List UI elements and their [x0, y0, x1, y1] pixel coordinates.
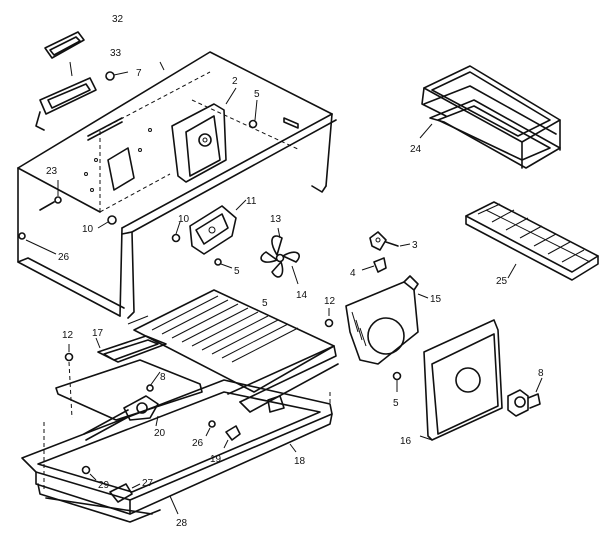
- label-23: 23: [46, 166, 58, 177]
- part-26-screw-bottom[interactable]: [205, 420, 216, 437]
- label-28: 28: [176, 518, 188, 529]
- part-19-clip[interactable]: [223, 425, 241, 449]
- label-5-top: 5: [254, 89, 260, 100]
- label-18: 18: [294, 456, 306, 467]
- label-25: 25: [496, 276, 508, 287]
- label-26-top: 26: [58, 252, 70, 263]
- label-2: 2: [232, 76, 238, 87]
- part-5-screw-shroud[interactable]: [392, 371, 402, 393]
- label-7: 7: [136, 68, 142, 79]
- part-17-bracket[interactable]: [95, 335, 167, 363]
- part-20-control[interactable]: [83, 395, 159, 441]
- label-5-lower: 5: [262, 298, 268, 309]
- part-25-ice-tray[interactable]: [465, 201, 599, 281]
- label-27: 27: [142, 478, 154, 489]
- label-4: 4: [350, 268, 356, 279]
- part-4-clip[interactable]: [361, 257, 387, 273]
- label-5-mid: 5: [234, 266, 240, 277]
- evaporator-duct[interactable]: [133, 289, 339, 413]
- part-7-screw[interactable]: [105, 71, 129, 81]
- label-13: 13: [270, 214, 282, 225]
- part-16-back-panel[interactable]: [419, 319, 503, 441]
- label-8-left: 8: [160, 372, 166, 383]
- part-29-screw[interactable]: [81, 465, 97, 481]
- label-20: 20: [154, 428, 166, 439]
- label-14: 14: [296, 290, 308, 301]
- part-13-fan-blade[interactable]: [260, 227, 300, 285]
- part-28-heater[interactable]: [45, 495, 179, 515]
- label-8-right: 8: [538, 368, 544, 379]
- label-5-shroud: 5: [393, 398, 399, 409]
- part-33-panel[interactable]: [35, 77, 97, 131]
- part-27-switch[interactable]: [109, 483, 141, 503]
- label-33: 33: [110, 48, 122, 59]
- part-3-clip[interactable]: [369, 231, 411, 251]
- part-26-screw-top[interactable]: [18, 232, 57, 255]
- label-12-right: 12: [324, 296, 336, 307]
- part-18-base-pan[interactable]: [21, 379, 333, 523]
- part-5-screw-mid[interactable]: [127, 315, 149, 325]
- part-8-thermostat[interactable]: [55, 359, 203, 421]
- label-10-right: 10: [178, 214, 190, 225]
- label-3: 3: [412, 240, 418, 251]
- part-2-motor-bracket[interactable]: [171, 87, 237, 183]
- label-11: 11: [246, 196, 257, 207]
- label-26-bottom: 26: [192, 438, 204, 449]
- label-19: 19: [210, 454, 222, 465]
- part-5-screw-top[interactable]: [248, 99, 258, 129]
- part-32-bezel[interactable]: [44, 31, 85, 77]
- part-10-screw-left[interactable]: [97, 215, 117, 229]
- part-23-screw[interactable]: [39, 180, 62, 211]
- part-15-fan-shroud[interactable]: [345, 275, 429, 365]
- part-8-knob-right[interactable]: [507, 377, 543, 417]
- part-12-screw-right[interactable]: [324, 308, 334, 328]
- label-29: 29: [98, 480, 110, 491]
- label-15: 15: [430, 294, 442, 305]
- part-11-fan-motor[interactable]: [171, 199, 247, 269]
- label-16: 16: [400, 436, 412, 447]
- part-24-ice-rack[interactable]: [419, 65, 561, 169]
- label-12-left: 12: [62, 330, 74, 341]
- cabinet-housing[interactable]: [17, 51, 337, 319]
- label-10-left: 10: [82, 224, 94, 235]
- label-24: 24: [410, 144, 422, 155]
- label-17: 17: [92, 328, 104, 339]
- label-32: 32: [112, 14, 124, 25]
- part-12-screw-left[interactable]: [64, 344, 74, 419]
